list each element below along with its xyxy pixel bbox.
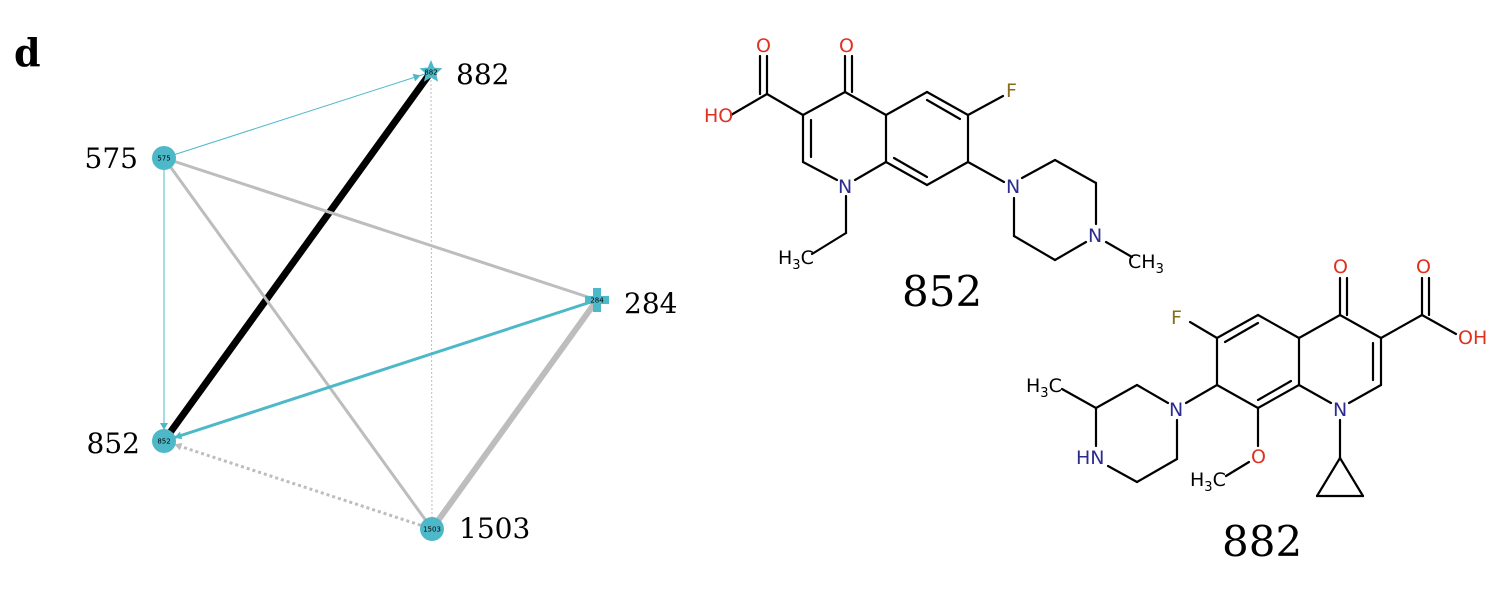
atom-n-piperazine-1: N bbox=[1006, 176, 1020, 198]
panel-letter: d bbox=[14, 30, 41, 75]
node-inner-label: 852 bbox=[157, 438, 170, 446]
node-882: 882 882 bbox=[419, 58, 509, 91]
network-edges bbox=[160, 69, 600, 531]
node-label: 284 bbox=[624, 287, 677, 320]
edge-284-1503 bbox=[429, 298, 600, 531]
node-1503: 1503 1503 bbox=[420, 512, 530, 545]
molecule-882-bonds bbox=[1060, 276, 1458, 498]
molecule-852-bonds bbox=[729, 54, 1134, 262]
node-label: 575 bbox=[85, 142, 138, 175]
edge-575-1503 bbox=[162, 157, 434, 530]
node-label: 852 bbox=[87, 427, 140, 460]
node-inner-label: 575 bbox=[157, 155, 170, 163]
atom-fluorine: F bbox=[1171, 307, 1182, 329]
edge-575-284 bbox=[163, 156, 598, 302]
atom-hydroxyl: OH bbox=[1458, 327, 1487, 349]
edge-284-852 bbox=[163, 298, 598, 443]
atom-n-ring: N bbox=[1333, 399, 1347, 421]
node-inner-label: 284 bbox=[590, 297, 604, 305]
atom-methyl-ch3: CH3 bbox=[1128, 251, 1164, 277]
node-284: 284 284 bbox=[585, 287, 677, 320]
atom-methoxy-ch3: H3C bbox=[1190, 469, 1226, 495]
atom-ethyl-ch3: H3C bbox=[778, 247, 814, 273]
node-shape-circle bbox=[420, 517, 444, 541]
edge-arrowhead-1503-852 bbox=[174, 442, 183, 451]
molecule-882-caption: 882 bbox=[1222, 517, 1302, 566]
node-inner-label: 1503 bbox=[423, 526, 441, 534]
edge-575-882 bbox=[163, 71, 432, 159]
edge-arrowhead-575-882 bbox=[412, 73, 421, 82]
node-inner-label: 882 bbox=[424, 69, 437, 77]
node-label: 1503 bbox=[459, 512, 530, 545]
node-shape-plus bbox=[585, 288, 609, 312]
molecule-852-caption: 852 bbox=[902, 267, 982, 316]
molecule-852: O O HO F N N N H3C CH3 852 bbox=[704, 35, 1164, 316]
node-575: 575 575 bbox=[85, 142, 176, 175]
atom-o-acid: O bbox=[756, 35, 771, 57]
edge-arrowhead-284-852 bbox=[174, 431, 183, 440]
molecule-852-atoms: O O HO F N N N H3C CH3 bbox=[704, 35, 1164, 277]
node-shape-circle bbox=[152, 429, 176, 453]
edge-882-1503 bbox=[430, 71, 433, 530]
network-nodes: 882 882 575 575 284 284 852 852 1503 1503 bbox=[85, 58, 678, 545]
molecule-882: O O OH F N N HN O H3C H3C 882 bbox=[1026, 256, 1487, 566]
network-graph: 882 882 575 575 284 284 852 852 1503 1503 bbox=[85, 58, 678, 545]
node-shape-circle bbox=[152, 146, 176, 170]
edge-852-882 bbox=[161, 69, 434, 444]
atom-o-keto: O bbox=[839, 35, 854, 57]
atom-methyl-ch3: H3C bbox=[1026, 375, 1062, 401]
node-shape-star bbox=[419, 60, 443, 82]
atom-n-ring: N bbox=[838, 176, 852, 198]
node-label: 882 bbox=[456, 58, 509, 91]
atom-n-piperazine-2: N bbox=[1088, 225, 1102, 247]
node-852: 852 852 bbox=[87, 427, 176, 460]
atom-o-methoxy: O bbox=[1251, 446, 1266, 468]
atom-n-piperazine-1: N bbox=[1169, 399, 1183, 421]
molecule-882-atoms: O O OH F N N HN O H3C H3C bbox=[1026, 256, 1487, 495]
edge-1503-852 bbox=[163, 439, 433, 531]
edge-arrowhead-575-852 bbox=[160, 423, 168, 430]
atom-hydroxyl: HO bbox=[704, 105, 733, 127]
atom-o-keto: O bbox=[1333, 256, 1348, 278]
atom-n-piperazine-2: HN bbox=[1076, 447, 1105, 469]
atom-fluorine: F bbox=[1006, 80, 1017, 102]
atom-o-acid: O bbox=[1416, 256, 1431, 278]
